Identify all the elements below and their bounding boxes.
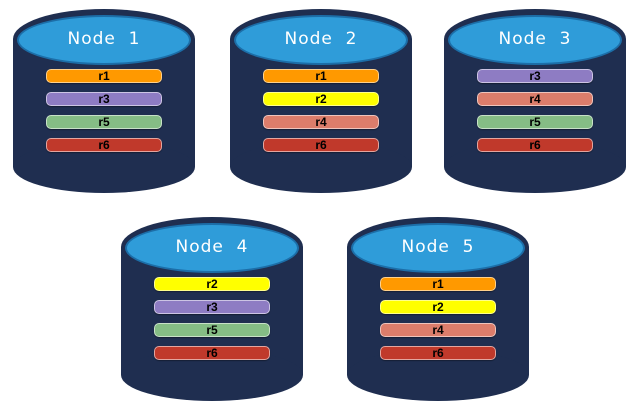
- replica-bar-r3: r3: [154, 300, 270, 314]
- node-cylinder-3: Node 3 r3 r4 r5 r6: [444, 9, 626, 193]
- replica-bar-list: r1 r3 r5 r6: [46, 69, 162, 161]
- replica-bar-r5: r5: [46, 115, 162, 129]
- replica-bar-list: r3 r4 r5 r6: [477, 69, 593, 161]
- replica-label: r6: [529, 138, 541, 152]
- replica-label: r5: [98, 115, 110, 129]
- replica-label: r6: [432, 346, 444, 360]
- replica-bar-r5: r5: [477, 115, 593, 129]
- replica-label: r6: [98, 138, 110, 152]
- node-title: Node 5: [401, 237, 475, 257]
- cylinder-lid: Node 4: [125, 223, 299, 273]
- replica-bar-r1: r1: [263, 69, 379, 83]
- replica-bar-r6: r6: [154, 346, 270, 360]
- replica-label: r4: [529, 92, 541, 106]
- replica-label: r6: [206, 346, 218, 360]
- node-title: Node 1: [67, 29, 141, 49]
- replica-label: r2: [206, 277, 218, 291]
- cylinder-lid: Node 1: [17, 15, 191, 65]
- replica-label: r1: [315, 69, 327, 83]
- replica-label: r3: [529, 69, 541, 83]
- cylinder-lid: Node 5: [351, 223, 525, 273]
- node-title: Node 3: [498, 29, 572, 49]
- replica-bar-r1: r1: [380, 277, 496, 291]
- replica-bar-r6: r6: [477, 138, 593, 152]
- replica-label: r4: [432, 323, 444, 337]
- node-title: Node 4: [175, 237, 249, 257]
- replica-bar-r2: r2: [380, 300, 496, 314]
- replica-bar-r3: r3: [477, 69, 593, 83]
- node-cylinder-4: Node 4 r2 r3 r5 r6: [121, 217, 303, 401]
- replica-bar-r1: r1: [46, 69, 162, 83]
- cylinder-lid: Node 3: [448, 15, 622, 65]
- replica-bar-list: r2 r3 r5 r6: [154, 277, 270, 369]
- replica-label: r4: [315, 115, 327, 129]
- node-cylinder-2: Node 2 r1 r2 r4 r6: [230, 9, 412, 193]
- replica-bar-r2: r2: [154, 277, 270, 291]
- replica-label: r2: [315, 92, 327, 106]
- replica-bar-r5: r5: [154, 323, 270, 337]
- replica-label: r2: [432, 300, 444, 314]
- replica-label: r6: [315, 138, 327, 152]
- replica-bar-list: r1 r2 r4 r6: [263, 69, 379, 161]
- node-title: Node 2: [284, 29, 358, 49]
- replica-bar-r4: r4: [380, 323, 496, 337]
- replica-bar-r6: r6: [263, 138, 379, 152]
- replica-bar-r6: r6: [46, 138, 162, 152]
- replica-bar-r2: r2: [263, 92, 379, 106]
- cylinder-lid: Node 2: [234, 15, 408, 65]
- replica-bar-r4: r4: [263, 115, 379, 129]
- replica-label: r1: [432, 277, 444, 291]
- replica-label: r3: [98, 92, 110, 106]
- node-cylinder-1: Node 1 r1 r3 r5 r6: [13, 9, 195, 193]
- replica-label: r3: [206, 300, 218, 314]
- node-cylinder-5: Node 5 r1 r2 r4 r6: [347, 217, 529, 401]
- replica-label: r5: [529, 115, 541, 129]
- replica-bar-r4: r4: [477, 92, 593, 106]
- replica-bar-r3: r3: [46, 92, 162, 106]
- replica-bar-list: r1 r2 r4 r6: [380, 277, 496, 369]
- replica-label: r1: [98, 69, 110, 83]
- replica-bar-r6: r6: [380, 346, 496, 360]
- replica-label: r5: [206, 323, 218, 337]
